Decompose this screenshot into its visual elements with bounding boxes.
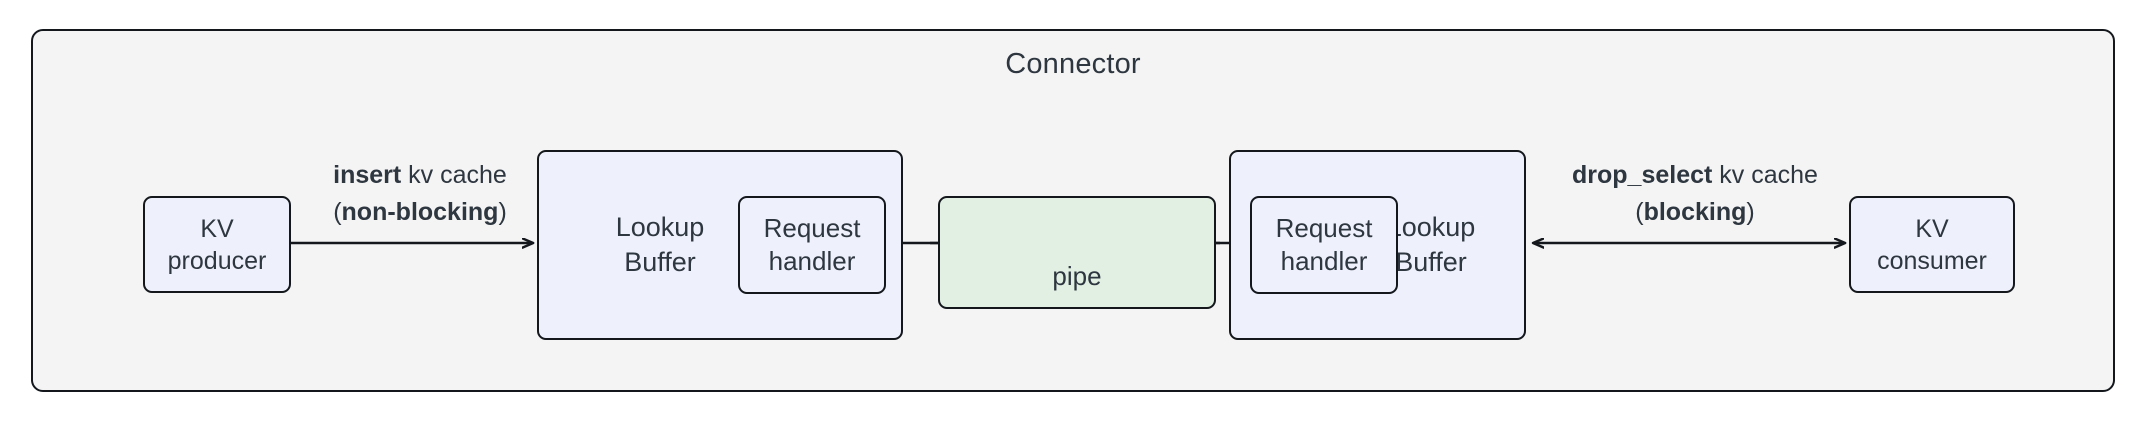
- kv-producer-label-line1: KV: [200, 214, 234, 243]
- edge-label-drop-select: drop_select kv cache (blocking): [1545, 157, 1845, 231]
- node-request-handler-left[interactable]: Request handler: [738, 196, 886, 294]
- request-handler-left-label-line2: handler: [768, 246, 856, 276]
- connector-title: Connector: [1005, 48, 1141, 80]
- edge-label-drop-select-close: ): [1746, 198, 1755, 226]
- edge-label-drop-select-open: (: [1635, 198, 1644, 226]
- lookup-buffer-right-label-line1: Lookup: [1386, 212, 1476, 243]
- lookup-buffer-right-label-line2: Buffer: [1395, 247, 1467, 277]
- edge-label-insert-line2: (non-blocking): [300, 194, 540, 231]
- edge-label-drop-select-line1: drop_select kv cache: [1545, 157, 1845, 194]
- edge-label-insert-close: ): [498, 198, 507, 226]
- edge-label-drop-select-line2: (blocking): [1545, 194, 1845, 231]
- node-request-handler-right[interactable]: Request handler: [1250, 196, 1398, 294]
- pipe-label: pipe: [1052, 260, 1102, 291]
- edge-label-drop-select-rest: kv cache: [1712, 161, 1818, 189]
- node-kv-consumer[interactable]: KV consumer: [1849, 196, 2015, 293]
- kv-producer-label-line2: producer: [167, 246, 267, 275]
- edge-label-insert-op: insert: [333, 161, 402, 189]
- kv-consumer-label-line1: KV: [1915, 214, 1949, 243]
- request-handler-right-label-line2: handler: [1280, 246, 1368, 276]
- node-kv-producer[interactable]: KV producer: [143, 196, 291, 293]
- edge-label-insert: insert kv cache (non-blocking): [300, 157, 540, 231]
- edge-label-drop-select-mode: blocking: [1643, 198, 1747, 226]
- kv-consumer-label-line2: consumer: [1877, 246, 1987, 275]
- lookup-buffer-left-label-line1: Lookup: [615, 212, 705, 243]
- edge-label-insert-rest: kv cache: [401, 161, 507, 189]
- lookup-buffer-left-label-line2: Buffer: [624, 247, 696, 277]
- edge-label-insert-mode: non-blocking: [341, 198, 499, 226]
- edge-label-drop-select-op: drop_select: [1572, 161, 1713, 189]
- request-handler-right-label-line1: Request: [1275, 212, 1373, 243]
- request-handler-left-label-line1: Request: [763, 212, 861, 243]
- node-pipe[interactable]: pipe: [938, 196, 1216, 309]
- edge-label-insert-line1: insert kv cache: [300, 157, 540, 194]
- edge-label-insert-open: (: [333, 198, 342, 226]
